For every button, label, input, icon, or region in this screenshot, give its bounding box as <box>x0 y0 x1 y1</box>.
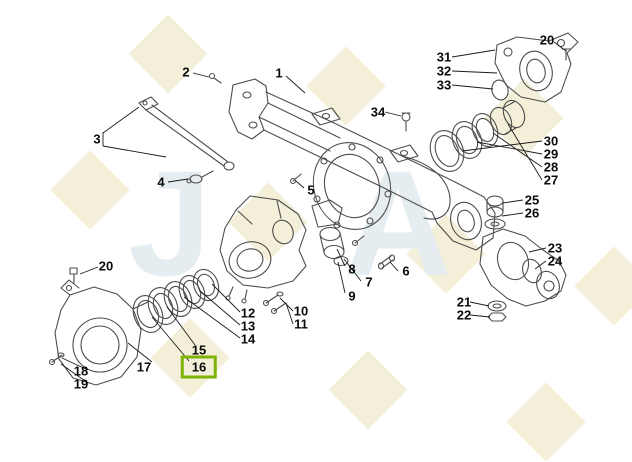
part-callout-17[interactable]: 17 <box>136 359 152 375</box>
part-callout-12[interactable]: 12 <box>240 305 256 321</box>
part-right-ring-stack <box>429 99 526 172</box>
part-callout-20[interactable]: 20 <box>539 32 555 48</box>
part-callout-7[interactable]: 7 <box>365 274 373 290</box>
part-callout-28[interactable]: 28 <box>543 159 559 175</box>
part-callout-4[interactable]: 4 <box>157 174 165 190</box>
part-right-knuckle <box>479 228 567 307</box>
part-callout-5[interactable]: 5 <box>307 182 315 198</box>
part-callout-32[interactable]: 32 <box>436 63 452 79</box>
part-callout-10[interactable]: 10 <box>293 303 309 319</box>
part-steering-link <box>138 96 235 184</box>
part-top-bracket <box>491 32 579 103</box>
part-callout-22[interactable]: 22 <box>456 307 472 323</box>
part-callout-16[interactable]: 16 <box>180 355 218 379</box>
part-axle-housing <box>228 78 496 251</box>
part-callout-9[interactable]: 9 <box>348 288 356 304</box>
part-callout-18[interactable]: 18 <box>73 363 89 379</box>
parts-diagram-canvas: J A <box>48 14 632 462</box>
part-callout-3[interactable]: 3 <box>93 131 101 147</box>
part-callout-14[interactable]: 14 <box>240 331 256 347</box>
part-differential-carrier <box>219 195 307 304</box>
part-callout-11[interactable]: 11 <box>294 316 308 332</box>
part-breather <box>401 112 411 132</box>
part-pivot-bushings <box>484 195 506 230</box>
part-left-swivel-housing <box>48 267 149 386</box>
part-callout-27[interactable]: 27 <box>543 172 559 188</box>
part-callout-2[interactable]: 2 <box>182 64 190 80</box>
part-callout-29[interactable]: 29 <box>543 146 559 162</box>
part-callout-13[interactable]: 13 <box>240 318 256 334</box>
watermark: J A <box>50 14 632 462</box>
leader-lines <box>60 41 567 384</box>
part-callout-25[interactable]: 25 <box>524 192 540 208</box>
part-callout-26[interactable]: 26 <box>524 205 540 221</box>
part-callout-34[interactable]: 34 <box>370 104 386 120</box>
part-left-bearing-stack <box>132 268 287 333</box>
watermark-text: J A <box>128 139 500 307</box>
part-callout-19[interactable]: 19 <box>73 376 89 392</box>
part-callout-20[interactable]: 20 <box>98 258 114 274</box>
part-callout-6[interactable]: 6 <box>402 263 410 279</box>
part-callout-23[interactable]: 23 <box>547 240 563 256</box>
axle-exploded-drawing <box>48 32 579 386</box>
part-callout-33[interactable]: 33 <box>436 77 452 93</box>
part-callout-15[interactable]: 15 <box>191 342 207 358</box>
part-callout-24[interactable]: 24 <box>547 253 563 269</box>
part-callout-31[interactable]: 31 <box>436 49 452 65</box>
part-callout-21[interactable]: 21 <box>456 294 472 310</box>
part-kingpin-group <box>311 199 396 270</box>
part-callout-8[interactable]: 8 <box>348 261 356 277</box>
part-callout-30[interactable]: 30 <box>543 133 559 149</box>
small-fasteners <box>208 72 302 185</box>
part-callout-1[interactable]: 1 <box>275 65 283 81</box>
